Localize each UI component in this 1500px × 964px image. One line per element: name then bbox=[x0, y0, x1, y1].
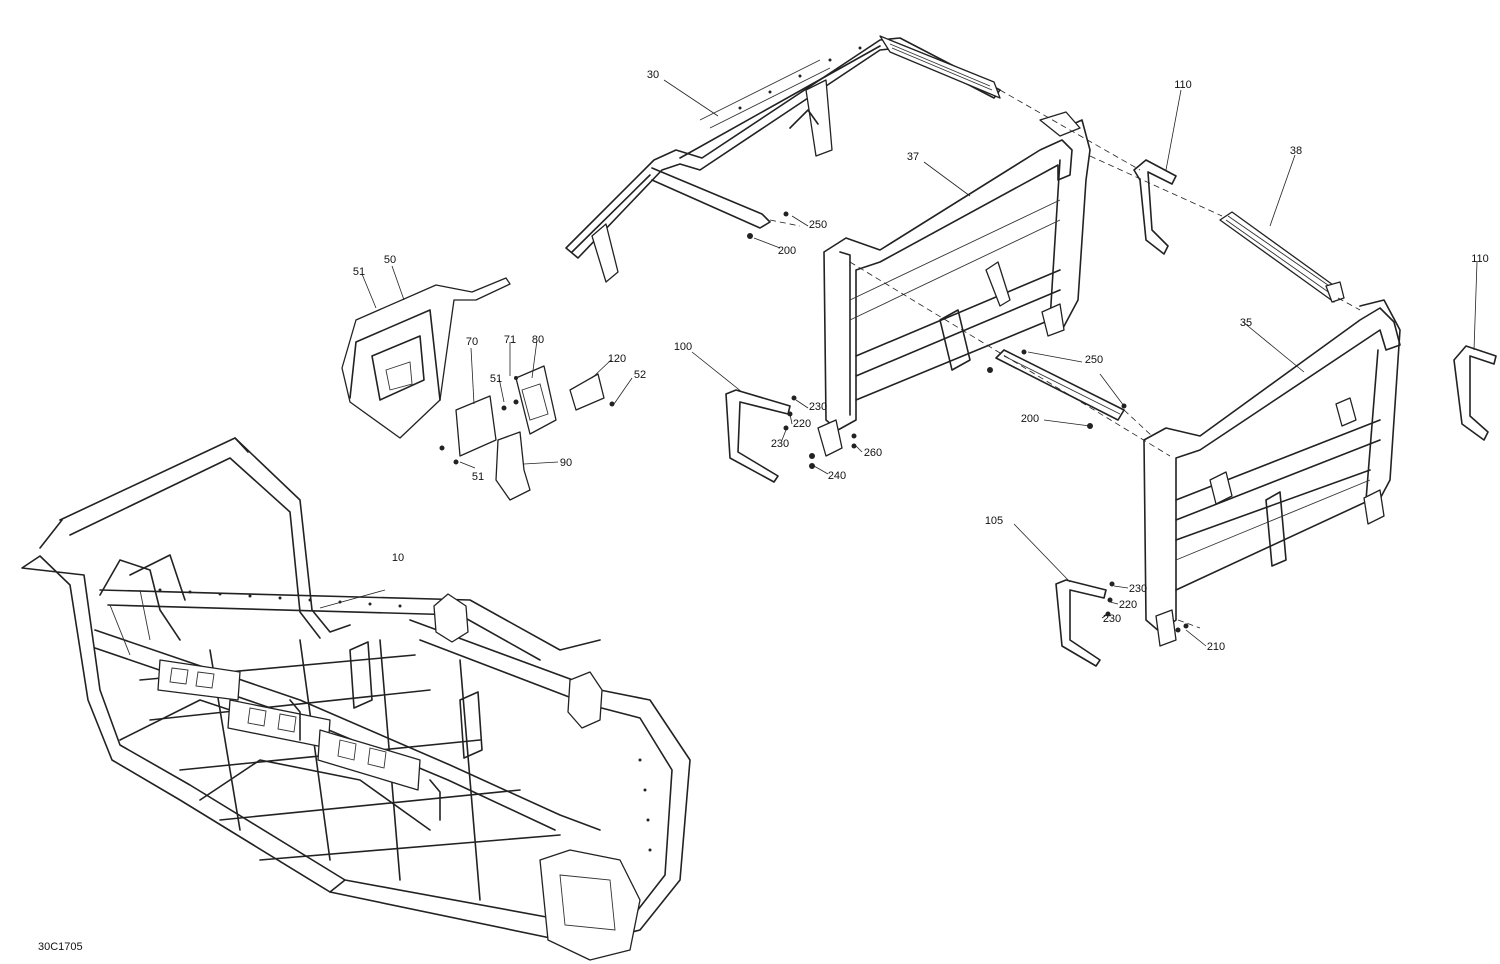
diagram-id: 30C1705 bbox=[38, 941, 83, 953]
hardware-fasteners bbox=[747, 211, 1189, 633]
callout-210: 210 bbox=[1207, 641, 1225, 653]
callout-38: 38 bbox=[1290, 145, 1302, 157]
bracket-assembly-part-50 bbox=[341, 277, 615, 501]
assembly-lines bbox=[769, 89, 1361, 629]
rear-cage-part-35 bbox=[1143, 299, 1401, 647]
grab-bar-part-100 bbox=[725, 389, 791, 483]
callout-51-bottom: 51 bbox=[472, 471, 484, 483]
front-cage-part-30 bbox=[565, 35, 1001, 283]
callout-70: 70 bbox=[466, 336, 478, 348]
callout-220-left: 220 bbox=[793, 418, 811, 430]
callout-labels: 10 30 37 38 35 110 110 50 51 70 71 80 12… bbox=[38, 69, 1489, 953]
callout-30: 30 bbox=[647, 69, 659, 81]
callout-200-middle: 200 bbox=[1021, 413, 1039, 425]
callout-71: 71 bbox=[504, 334, 516, 346]
callout-230-left-a: 230 bbox=[809, 401, 827, 413]
leader-lines bbox=[319, 79, 1478, 647]
callout-110-right: 110 bbox=[1471, 253, 1489, 265]
callout-200-top: 200 bbox=[778, 245, 796, 257]
callout-50: 50 bbox=[384, 254, 396, 266]
callout-10: 10 bbox=[392, 552, 404, 564]
callout-250-top: 250 bbox=[809, 219, 827, 231]
middle-cage-part-37 bbox=[817, 111, 1091, 457]
callout-230-left-b: 230 bbox=[771, 438, 789, 450]
callout-110-middle: 110 bbox=[1174, 79, 1192, 91]
callout-90: 90 bbox=[560, 457, 572, 469]
callout-230-right-a: 230 bbox=[1129, 583, 1147, 595]
callout-230-right-b: 230 bbox=[1103, 613, 1121, 625]
callout-240: 240 bbox=[828, 470, 846, 482]
callout-52: 52 bbox=[634, 369, 646, 381]
callout-100: 100 bbox=[674, 341, 692, 353]
callout-105: 105 bbox=[985, 515, 1003, 527]
callout-51-middle: 51 bbox=[490, 373, 502, 385]
rear-rail-part-38 bbox=[1219, 211, 1345, 303]
callout-51-top: 51 bbox=[353, 266, 365, 278]
callout-37: 37 bbox=[907, 151, 919, 163]
callout-35: 35 bbox=[1240, 317, 1252, 329]
grab-bar-part-105 bbox=[1055, 579, 1107, 667]
grab-bar-part-110-right bbox=[1453, 345, 1497, 441]
callout-260: 260 bbox=[864, 447, 882, 459]
main-frame-part-10 bbox=[21, 437, 691, 961]
cross-tube-part-200 bbox=[995, 349, 1125, 421]
callout-250-middle: 250 bbox=[1085, 354, 1103, 366]
callout-120: 120 bbox=[608, 353, 626, 365]
callout-220-right: 220 bbox=[1119, 599, 1137, 611]
grab-bar-part-110-middle bbox=[1133, 159, 1177, 255]
callout-80: 80 bbox=[532, 334, 544, 346]
